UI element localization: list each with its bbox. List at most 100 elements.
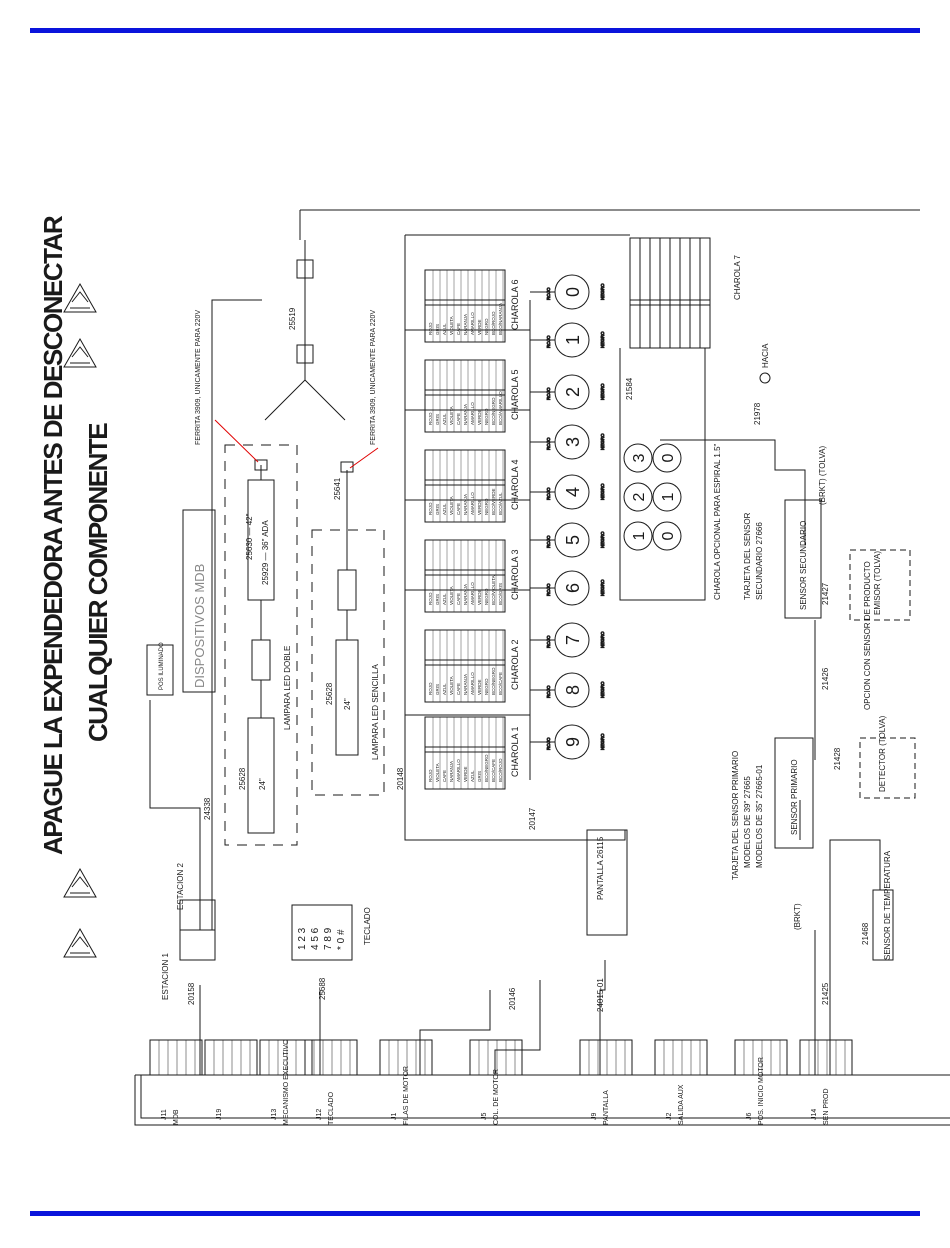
board-connector-j9 bbox=[579, 1039, 633, 1076]
tray-wire-color: VERDE bbox=[477, 679, 482, 695]
ferrita-arrow-1 bbox=[214, 419, 259, 463]
tray-wire-color: BCO/CAFE bbox=[491, 759, 496, 782]
part-20158: 20158 bbox=[187, 982, 196, 1005]
tray-wire-color: GRIS bbox=[435, 324, 440, 335]
emitter-box bbox=[849, 549, 911, 621]
secondary-sensor-box bbox=[784, 499, 822, 619]
tray-wire-color: BCO/ROJO bbox=[498, 758, 503, 782]
temperature-sensor bbox=[872, 889, 894, 961]
board-connector-label: POS. INICIO MOTOR bbox=[758, 1057, 765, 1125]
tray-wire-color: NEGRO bbox=[484, 408, 489, 425]
primary-models-39: MODELOS DE 39" 27665 bbox=[743, 776, 752, 868]
lamp-42-label: 25630 — 42" bbox=[245, 513, 254, 560]
pos-box bbox=[146, 644, 174, 696]
keypad-row: 4 5 6 bbox=[310, 927, 321, 950]
board-connector-j11 bbox=[149, 1039, 203, 1076]
secondary-board-num: SECUNDARIO 27666 bbox=[755, 522, 764, 600]
tray-wire-color: VERDE bbox=[477, 319, 482, 335]
tray-wire-color: GRIS bbox=[435, 594, 440, 605]
tray-wire-color: ROJO bbox=[428, 502, 433, 515]
part-21426: 21426 bbox=[821, 667, 830, 690]
tray-wire-color: GRIS bbox=[435, 504, 440, 515]
tray-label: CHAROLA 6 bbox=[510, 279, 520, 330]
spiral-motor-2 bbox=[652, 521, 682, 551]
spiral-motor-3 bbox=[623, 443, 653, 473]
tray-wire-color: BCO/ROJO bbox=[491, 311, 496, 335]
spiral-motor-1 bbox=[652, 482, 682, 512]
motor-pin-b: NEGRO bbox=[600, 383, 605, 400]
title-line-1: APAGUE LA EXPENDEDORA ANTES DE DESCONECT… bbox=[38, 215, 68, 855]
motor-number: 1 bbox=[563, 335, 583, 345]
board-connector-id: J9 bbox=[591, 1113, 598, 1121]
tray-wire-color: BCO/NARANJA bbox=[498, 303, 503, 335]
tray-wire-color: NARANJA bbox=[463, 494, 468, 515]
ferrita-1-label: FERRITA 3909, UNICAMENTE PARA 220V bbox=[195, 310, 202, 445]
motor-number: 9 bbox=[563, 737, 583, 747]
detector-label: DETECTOR (TOLVA) bbox=[878, 715, 887, 792]
motor-pin-a: ROJO bbox=[546, 535, 551, 548]
tray-wire-color: NARANJA bbox=[463, 314, 468, 335]
spiral-motor-number: 2 bbox=[631, 492, 648, 501]
motor-pin-b: NEGRO bbox=[600, 331, 605, 348]
board-connector-id: J5 bbox=[481, 1113, 488, 1121]
tray-label: CHAROLA 1 bbox=[510, 726, 520, 777]
part-21468: 21468 bbox=[861, 922, 870, 945]
primary-sensor-label: SENSOR PRIMARIO bbox=[790, 759, 799, 835]
motor-pin-a: ROJO bbox=[546, 737, 551, 750]
tray-connector bbox=[424, 539, 506, 613]
board-connector-id: J19 bbox=[216, 1109, 223, 1120]
board-connector-j5 bbox=[469, 1039, 523, 1076]
tray-wire-color: CAFE bbox=[456, 413, 461, 425]
tray-wire-color: CAFE bbox=[456, 593, 461, 605]
part-21425: 21425 bbox=[821, 982, 830, 1005]
station-2-label: ESTACION 2 bbox=[176, 862, 185, 910]
spiral-motor-5 bbox=[623, 521, 653, 551]
motor-number: 5 bbox=[563, 535, 583, 545]
board-connector-label: SALIDA AUX bbox=[678, 1084, 685, 1125]
tray-wire-color: BCO/CAFE bbox=[498, 672, 503, 695]
tray-wire-color: VIOLETA bbox=[449, 586, 454, 605]
tray-wire-color: BCO/VIOLETA bbox=[491, 575, 496, 605]
motor-pin-b: NEGRO bbox=[600, 531, 605, 548]
tray-wire-color: ROJO bbox=[428, 769, 433, 782]
spiral-motor-number: 0 bbox=[660, 453, 677, 462]
tray-wire-color: GRIS bbox=[477, 771, 482, 782]
board-connector-j2 bbox=[654, 1039, 708, 1076]
tray-wire-color: AZUL bbox=[470, 770, 475, 782]
tray-wire-color: AZUL bbox=[442, 683, 447, 695]
tray-connector bbox=[424, 449, 506, 523]
motor-pin-a: ROJO bbox=[546, 387, 551, 400]
motor-pin-a: ROJO bbox=[546, 583, 551, 596]
tray-label: CHAROLA 2 bbox=[510, 639, 520, 690]
part-24338: 24338 bbox=[203, 797, 212, 820]
tray-wire-color: VIOLETA bbox=[449, 316, 454, 335]
tray-wire-color: ROJO bbox=[428, 682, 433, 695]
tray-wire-color: BCO/AZUL bbox=[498, 492, 503, 515]
spiral-motor-number: 0 bbox=[660, 531, 677, 540]
tray-wire-color: AZUL bbox=[442, 503, 447, 515]
top-blue-rule bbox=[30, 28, 920, 33]
board-connector-id: J14 bbox=[811, 1109, 818, 1120]
part-24015: 24015-01 bbox=[596, 978, 605, 1012]
brkt-2-label: (BRKT) (TOLVA) bbox=[818, 446, 827, 505]
primary-models-35: MODELOS DE 35" 27665-01 bbox=[755, 764, 764, 868]
part-21584: 21584 bbox=[625, 377, 634, 400]
part-25628-b: 25628 bbox=[325, 682, 334, 705]
tray-wire-color: VIOLETA bbox=[435, 763, 440, 782]
board-connector-label: MDB bbox=[173, 1109, 180, 1125]
charola-7-label: CHAROLA 7 bbox=[733, 255, 742, 300]
tray-connector bbox=[424, 359, 506, 433]
motor-pin-a: ROJO bbox=[546, 287, 551, 300]
board-connector-label: MECANISMO EXECUTIVO bbox=[283, 1039, 290, 1125]
tray-wire-color: VIOLETA bbox=[449, 406, 454, 425]
tray-label: CHAROLA 3 bbox=[510, 549, 520, 600]
tray-wire-color: BCO/VERDE bbox=[491, 488, 496, 515]
board-connector-label: COL. DE MOTOR bbox=[493, 1069, 500, 1125]
lamp-24-sencilla-label: 24" bbox=[343, 698, 352, 710]
display-label: PANTALLA 26115 bbox=[596, 836, 605, 900]
part-25628-a: 25628 bbox=[238, 767, 247, 790]
board-connector-j1 bbox=[379, 1039, 433, 1076]
keypad-row: * 0 # bbox=[336, 929, 347, 950]
tray-wire-color: NEGRO bbox=[484, 498, 489, 515]
